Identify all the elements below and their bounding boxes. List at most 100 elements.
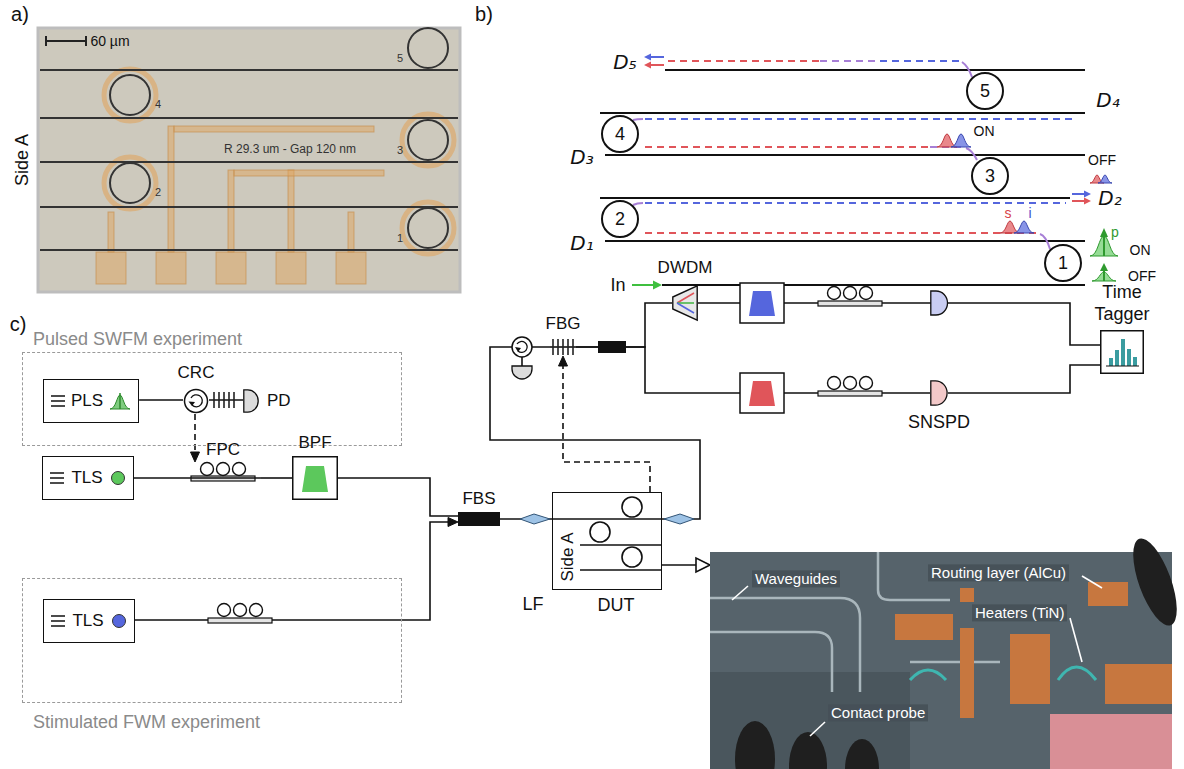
time-tagger: Time Tagger <box>1100 330 1144 374</box>
device-label: TLS <box>72 611 103 631</box>
chip-photograph <box>735 533 1184 769</box>
fiber-connector <box>338 478 458 516</box>
tunable-laser <box>50 482 64 484</box>
tunable-laser <box>51 613 65 629</box>
chip-micrograph <box>156 252 186 284</box>
polarization-controller <box>844 377 857 390</box>
state-label: ON <box>974 123 995 139</box>
chip-micrograph <box>85 36 87 46</box>
photon-path <box>645 232 1040 234</box>
coupling-arc <box>966 148 977 160</box>
photon-path <box>645 146 930 148</box>
wavelength-demux: DWDM <box>672 285 698 321</box>
arrow-head <box>448 518 458 527</box>
chip-photograph <box>1105 664 1172 704</box>
fiber-bragg-grating <box>567 339 569 355</box>
arrow-head <box>696 558 710 572</box>
chip-photograph <box>1058 667 1096 680</box>
lensed-fiber <box>520 514 550 524</box>
ring-resonator: 5 <box>966 72 1004 110</box>
tunable-laser <box>50 477 64 479</box>
fiber-grating <box>218 392 220 408</box>
photodiode <box>243 389 259 413</box>
single-photon-detector: SNSPD <box>930 380 948 406</box>
wavelength-demux <box>673 286 697 320</box>
component-label: Waveguides <box>752 570 840 587</box>
photodiode: PD <box>243 389 259 413</box>
scale-bar-label: 60 µm <box>90 33 129 49</box>
ring-number: 4 <box>615 124 625 145</box>
tunable-laser <box>51 620 65 622</box>
component-label: Pulsed SWFM experiment <box>33 329 242 350</box>
input-arrow <box>632 281 662 290</box>
fiber-label: LF <box>522 594 543 615</box>
fiber-bragg-grating <box>562 339 564 355</box>
chip-annotation: R 29.3 um - Gap 120 nm <box>224 143 356 157</box>
coupling-arc <box>962 62 972 77</box>
component-label: BPF <box>298 433 331 453</box>
chip-photograph <box>1050 714 1172 769</box>
chip-photograph <box>732 586 748 600</box>
chip-micrograph <box>228 170 234 252</box>
pump-pulse <box>1103 236 1105 256</box>
fiber-line <box>134 477 185 479</box>
output-arrow <box>1084 191 1091 198</box>
fiber-connector <box>139 400 183 401</box>
panel-letter: c) <box>10 313 27 336</box>
pulsed-laser: PLS <box>43 379 139 423</box>
single-photon-detector <box>931 291 948 315</box>
output-arrow <box>644 54 1091 205</box>
chip-photograph <box>910 661 1000 664</box>
lensed-fiber <box>520 514 694 524</box>
photon-path <box>668 60 820 62</box>
chip-micrograph <box>168 126 174 252</box>
chip-micrograph <box>110 163 150 203</box>
chip-micrograph <box>408 208 448 248</box>
band-pass-filter: BPF <box>292 456 338 500</box>
photon-path <box>645 118 1075 120</box>
polarization-controller <box>818 301 882 306</box>
polarization-controller <box>250 604 263 617</box>
tunable-laser <box>51 615 65 617</box>
ring-resonator: 4 <box>601 115 639 153</box>
chip-waveguide <box>622 497 642 517</box>
input-arrow <box>653 281 662 290</box>
setup-group: Stimulated FWM experimentTLS <box>22 578 402 703</box>
photon-pulse <box>951 134 971 147</box>
ring-number: 1 <box>397 232 403 245</box>
polarization-controller <box>828 287 873 300</box>
tunable-laser <box>50 472 64 474</box>
polarization-controller <box>828 287 841 300</box>
fiber-bragg-grating <box>572 339 574 355</box>
chip-photograph <box>1082 576 1102 588</box>
chip-micrograph <box>46 40 86 42</box>
detector-port: D₁ <box>570 232 593 255</box>
chip-waveguide <box>590 522 610 542</box>
time-tagger <box>1109 339 1137 366</box>
chip-photograph <box>910 670 946 680</box>
polarization-controller <box>860 287 873 300</box>
polarization-controller <box>233 463 246 476</box>
detector-port: D₃ <box>570 146 593 169</box>
chip-micrograph <box>96 252 126 284</box>
tunable-laser: TLS <box>43 599 135 643</box>
chip-photograph <box>810 722 825 736</box>
chip-micrograph <box>408 28 448 68</box>
circulator <box>512 337 532 379</box>
chip-photograph <box>845 739 879 769</box>
chip-photograph <box>710 598 860 692</box>
fiber-bragg-grating: FBG <box>550 338 576 356</box>
fiber-grating <box>213 392 215 408</box>
chip-photograph <box>960 588 974 602</box>
circulator <box>521 357 523 366</box>
chip-photograph <box>710 552 1172 769</box>
pump-pulse <box>1100 263 1108 271</box>
chip-photograph <box>710 632 832 692</box>
chip-micrograph <box>45 36 47 46</box>
tunable-laser <box>50 470 64 486</box>
photon-label: i <box>1028 205 1031 221</box>
panel-letter: b) <box>475 3 493 26</box>
input-port: In <box>610 275 625 296</box>
fiber-connector <box>559 356 651 492</box>
chip-micrograph <box>40 28 458 250</box>
